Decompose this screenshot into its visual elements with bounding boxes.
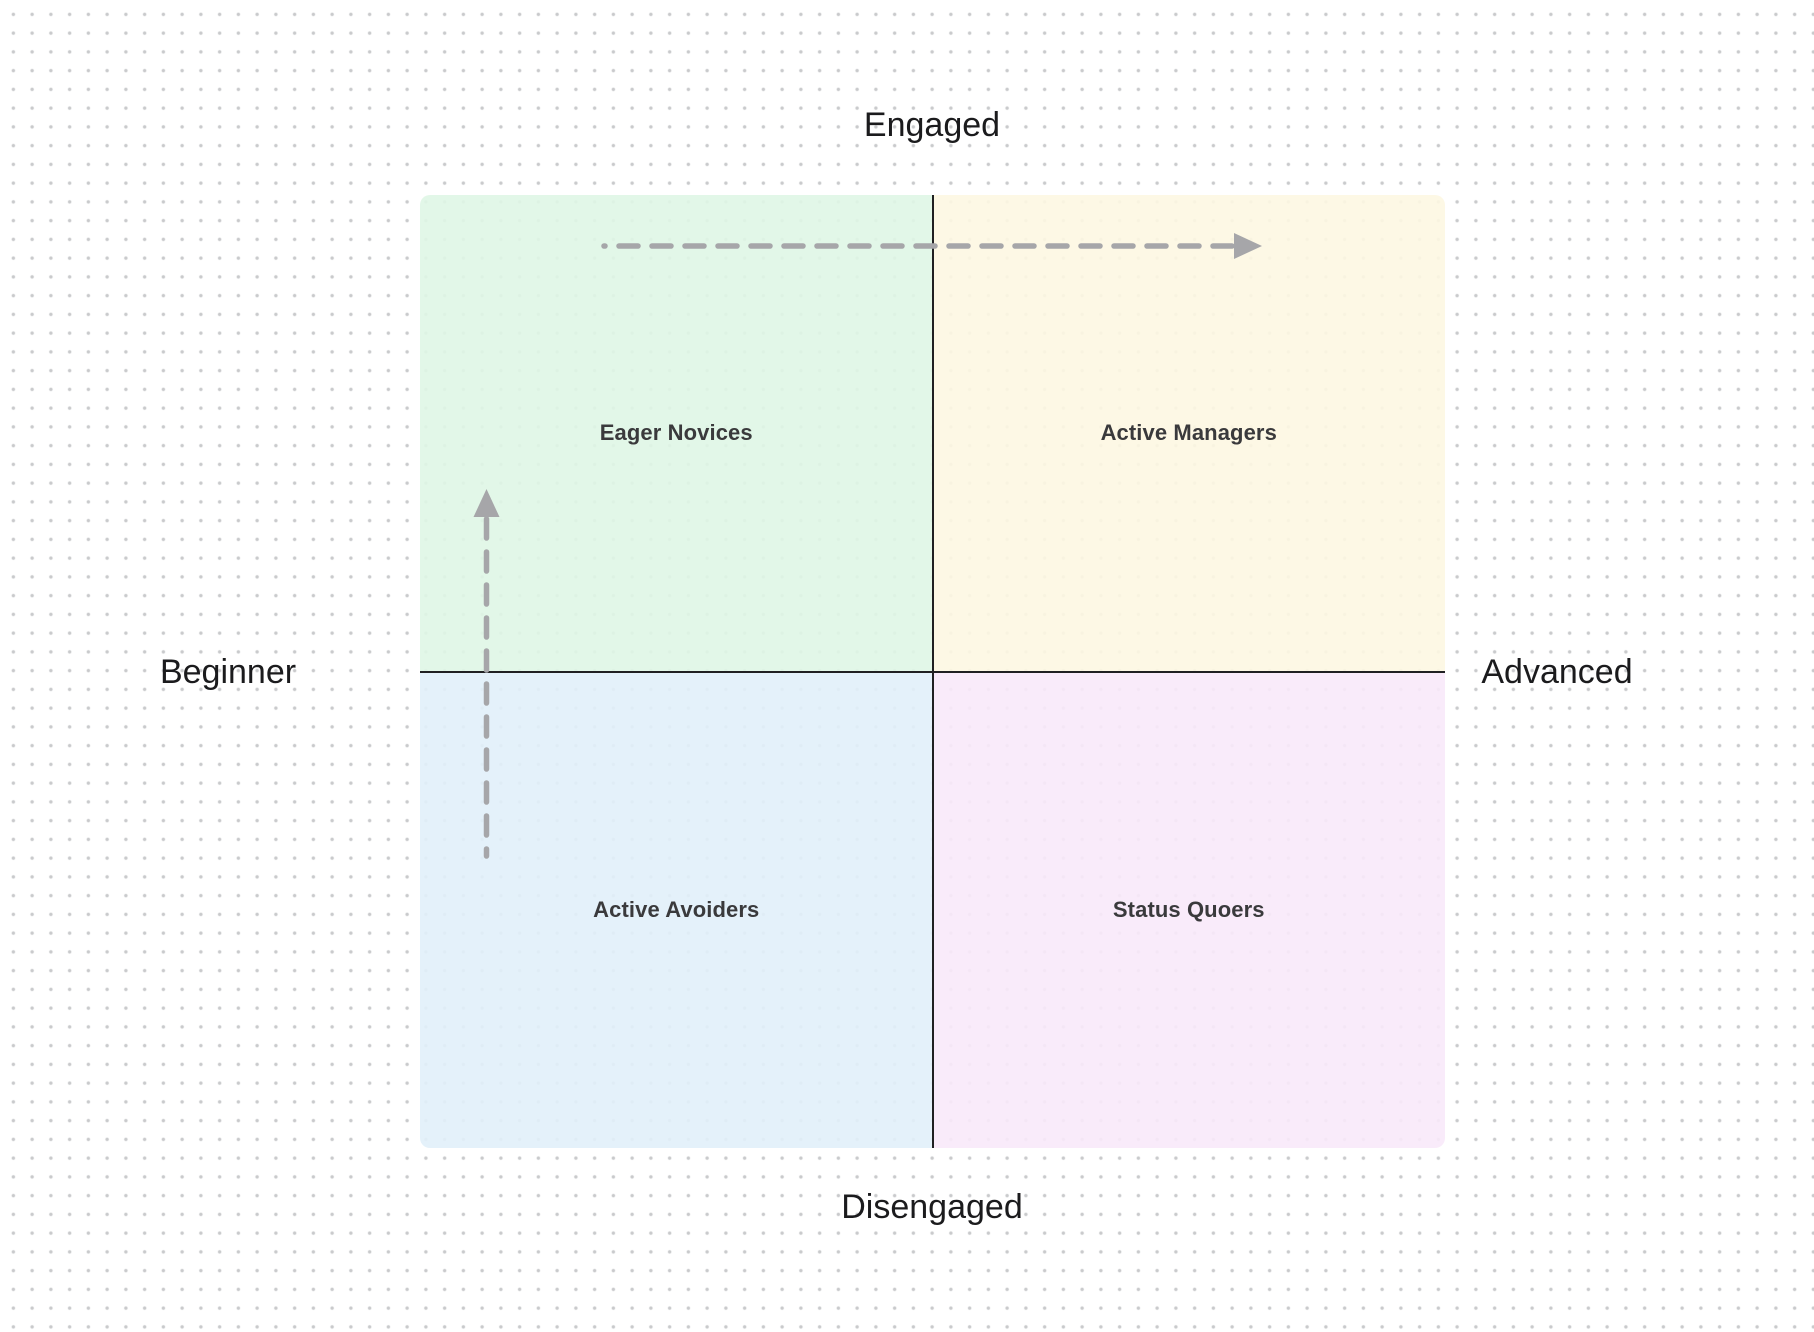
axis-label-advanced[interactable]: Advanced: [1481, 653, 1633, 691]
axis-label-beginner[interactable]: Beginner: [159, 653, 297, 691]
quadrant-label-active-managers: Active Managers: [1100, 420, 1277, 446]
quadrant-status-quoers[interactable]: Status Quoers: [932, 671, 1445, 1148]
quadrant-label-eager-novices: Eager Novices: [599, 420, 753, 446]
dashed-arrow-right-icon[interactable]: [601, 233, 1262, 259]
quadrant-eager-novices[interactable]: Eager Novices: [420, 195, 933, 672]
quadrant-active-managers[interactable]: Active Managers: [932, 195, 1445, 672]
quadrant-active-avoiders[interactable]: Active Avoiders: [420, 671, 933, 1148]
quadrant-label-status-quoers: Status Quoers: [1112, 896, 1265, 922]
horizontal-axis-line[interactable]: [420, 670, 1445, 673]
quadrant-label-active-avoiders: Active Avoiders: [593, 896, 760, 922]
axis-label-engaged[interactable]: Engaged: [863, 106, 1001, 144]
dashed-arrow-up-icon[interactable]: [473, 489, 500, 859]
axis-label-disengaged[interactable]: Disengaged: [841, 1188, 1023, 1226]
quadrant-matrix: Eager Novices Active Managers Active Avo…: [420, 195, 1445, 1148]
